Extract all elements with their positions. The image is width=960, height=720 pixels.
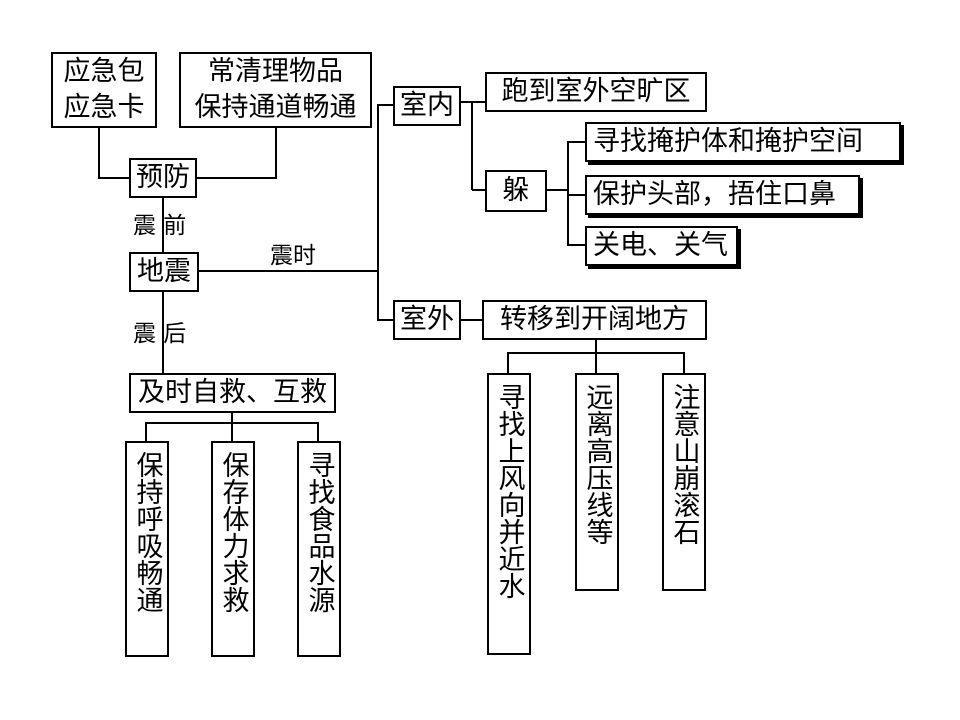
node-hide: 躲 bbox=[485, 170, 547, 212]
node-keep-breathing: 保持呼吸畅通 bbox=[125, 441, 169, 657]
node-prevention: 预防 bbox=[129, 158, 197, 198]
node-upwind-water: 寻找上风向并近水 bbox=[487, 373, 531, 655]
node-away-power: 远离高压线等 bbox=[575, 373, 619, 591]
node-find-shelter: 寻找掩护体和掩护空间 bbox=[585, 122, 901, 162]
node-earthquake: 地震 bbox=[129, 252, 199, 292]
node-power-gas: 关电、关气 bbox=[585, 226, 738, 266]
node-save-strength: 保存体力求救 bbox=[211, 441, 255, 657]
node-move-open: 转移到开阔地方 bbox=[482, 300, 707, 340]
node-run-outside: 跑到室外空旷区 bbox=[485, 72, 707, 112]
node-outdoor: 室外 bbox=[393, 300, 461, 340]
label-before-quake: 震 前 bbox=[133, 213, 187, 239]
node-self-rescue: 及时自救、互救 bbox=[129, 373, 336, 413]
node-indoor: 室内 bbox=[393, 86, 461, 126]
node-clear-items: 常清理物品 保持通道畅通 bbox=[179, 52, 372, 128]
node-rockfall: 注意山崩滚石 bbox=[662, 373, 706, 591]
node-emergency-kit: 应急包 应急卡 bbox=[51, 52, 157, 128]
node-protect-head: 保护头部，捂住口鼻 bbox=[585, 175, 860, 215]
label-after-quake: 震 后 bbox=[133, 321, 187, 347]
label-during-quake: 震时 bbox=[270, 243, 316, 269]
node-find-food: 寻找食品水源 bbox=[297, 441, 341, 657]
